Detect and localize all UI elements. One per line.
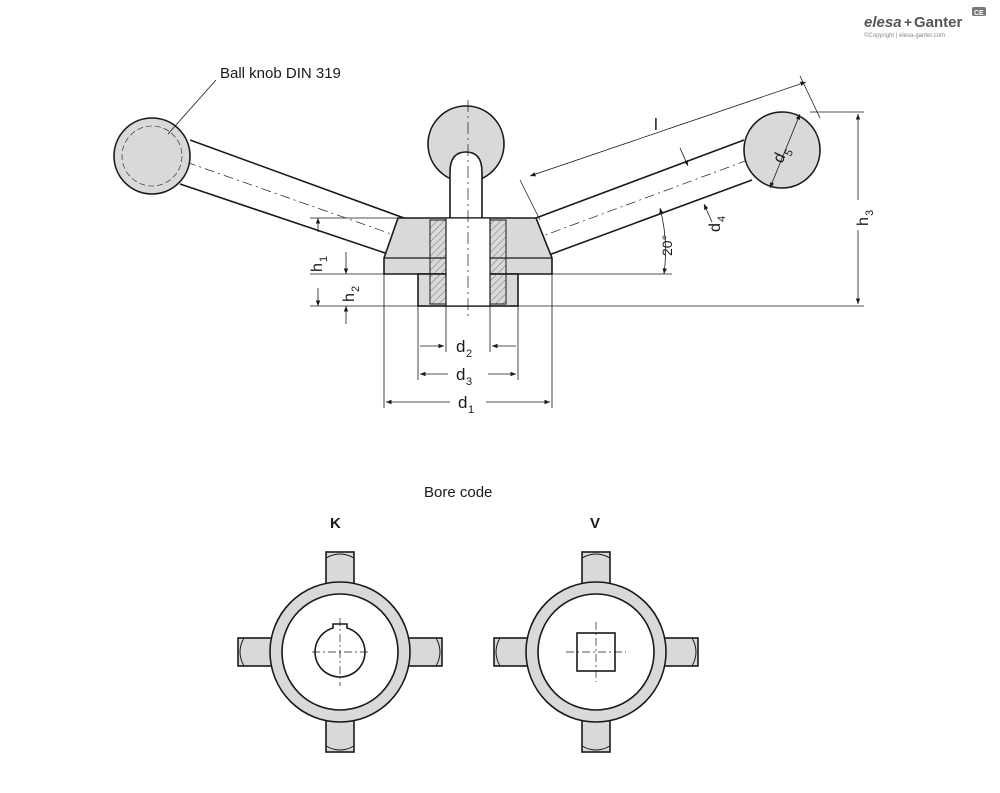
d2-label: d (456, 337, 465, 356)
d4-sub: 4 (716, 216, 728, 222)
d3-label: d (456, 365, 465, 384)
brand-name-part1: elesa (864, 14, 902, 31)
brand-plus: + (904, 14, 912, 30)
spoke-left-axis (185, 161, 401, 238)
ce-badge-bg (972, 7, 986, 16)
angle-arc (659, 207, 667, 275)
h2-label: h (341, 293, 358, 302)
l-label: l (654, 115, 658, 134)
h1-sub: 1 (318, 256, 330, 262)
handwheel-side-view (113, 100, 821, 318)
bore-code-k: K (330, 515, 341, 532)
d4-arrow-top (679, 147, 689, 167)
h3-label: h (855, 217, 872, 226)
dimension-labels: Ball knob DIN 319 l d 5 d 4 20° h 1 h 2 … (220, 65, 876, 416)
copyright-text: ©Copyright | elesa-ganter.com (864, 32, 945, 39)
bore-variant-v: V (493, 515, 699, 753)
ball-knob-leader (167, 79, 217, 135)
brand-name-part2: Ganter (914, 14, 963, 31)
bore-code-v: V (590, 515, 600, 532)
ball-knob-label: Ball knob DIN 319 (220, 65, 341, 82)
ball-knob-left (113, 117, 191, 195)
d3-sub: 3 (466, 376, 472, 388)
spoke-right (535, 139, 753, 258)
ball-knob-left-inner (121, 125, 183, 187)
d4-label: d (707, 223, 724, 232)
spoke-right-axis (539, 159, 749, 238)
dimension-lines (167, 75, 864, 408)
d5-sub: 5 (783, 148, 796, 159)
h1-label: h (309, 263, 326, 272)
h2-sub: 2 (350, 286, 362, 292)
bore-variant-k: K (237, 515, 443, 753)
l-dimension (529, 81, 807, 177)
angle-label: 20° (659, 235, 675, 256)
bore-code-title: Bore code (424, 484, 492, 501)
d1-sub: 1 (468, 404, 474, 416)
hub-section-left (429, 219, 447, 305)
brand-logo: elesa + Ganter ©Copyright | elesa-ganter… (864, 7, 986, 39)
d1-label: d (458, 393, 467, 412)
ce-badge: CE (974, 10, 984, 17)
hub-section-right (489, 219, 507, 305)
d2-sub: 2 (466, 348, 472, 360)
h3-sub: 3 (864, 210, 876, 216)
ball-knob-right (743, 111, 821, 189)
spoke-left (179, 139, 405, 258)
d4-arrow-bottom (703, 203, 713, 223)
d5-dimension (769, 113, 801, 189)
stem-back (449, 151, 483, 220)
